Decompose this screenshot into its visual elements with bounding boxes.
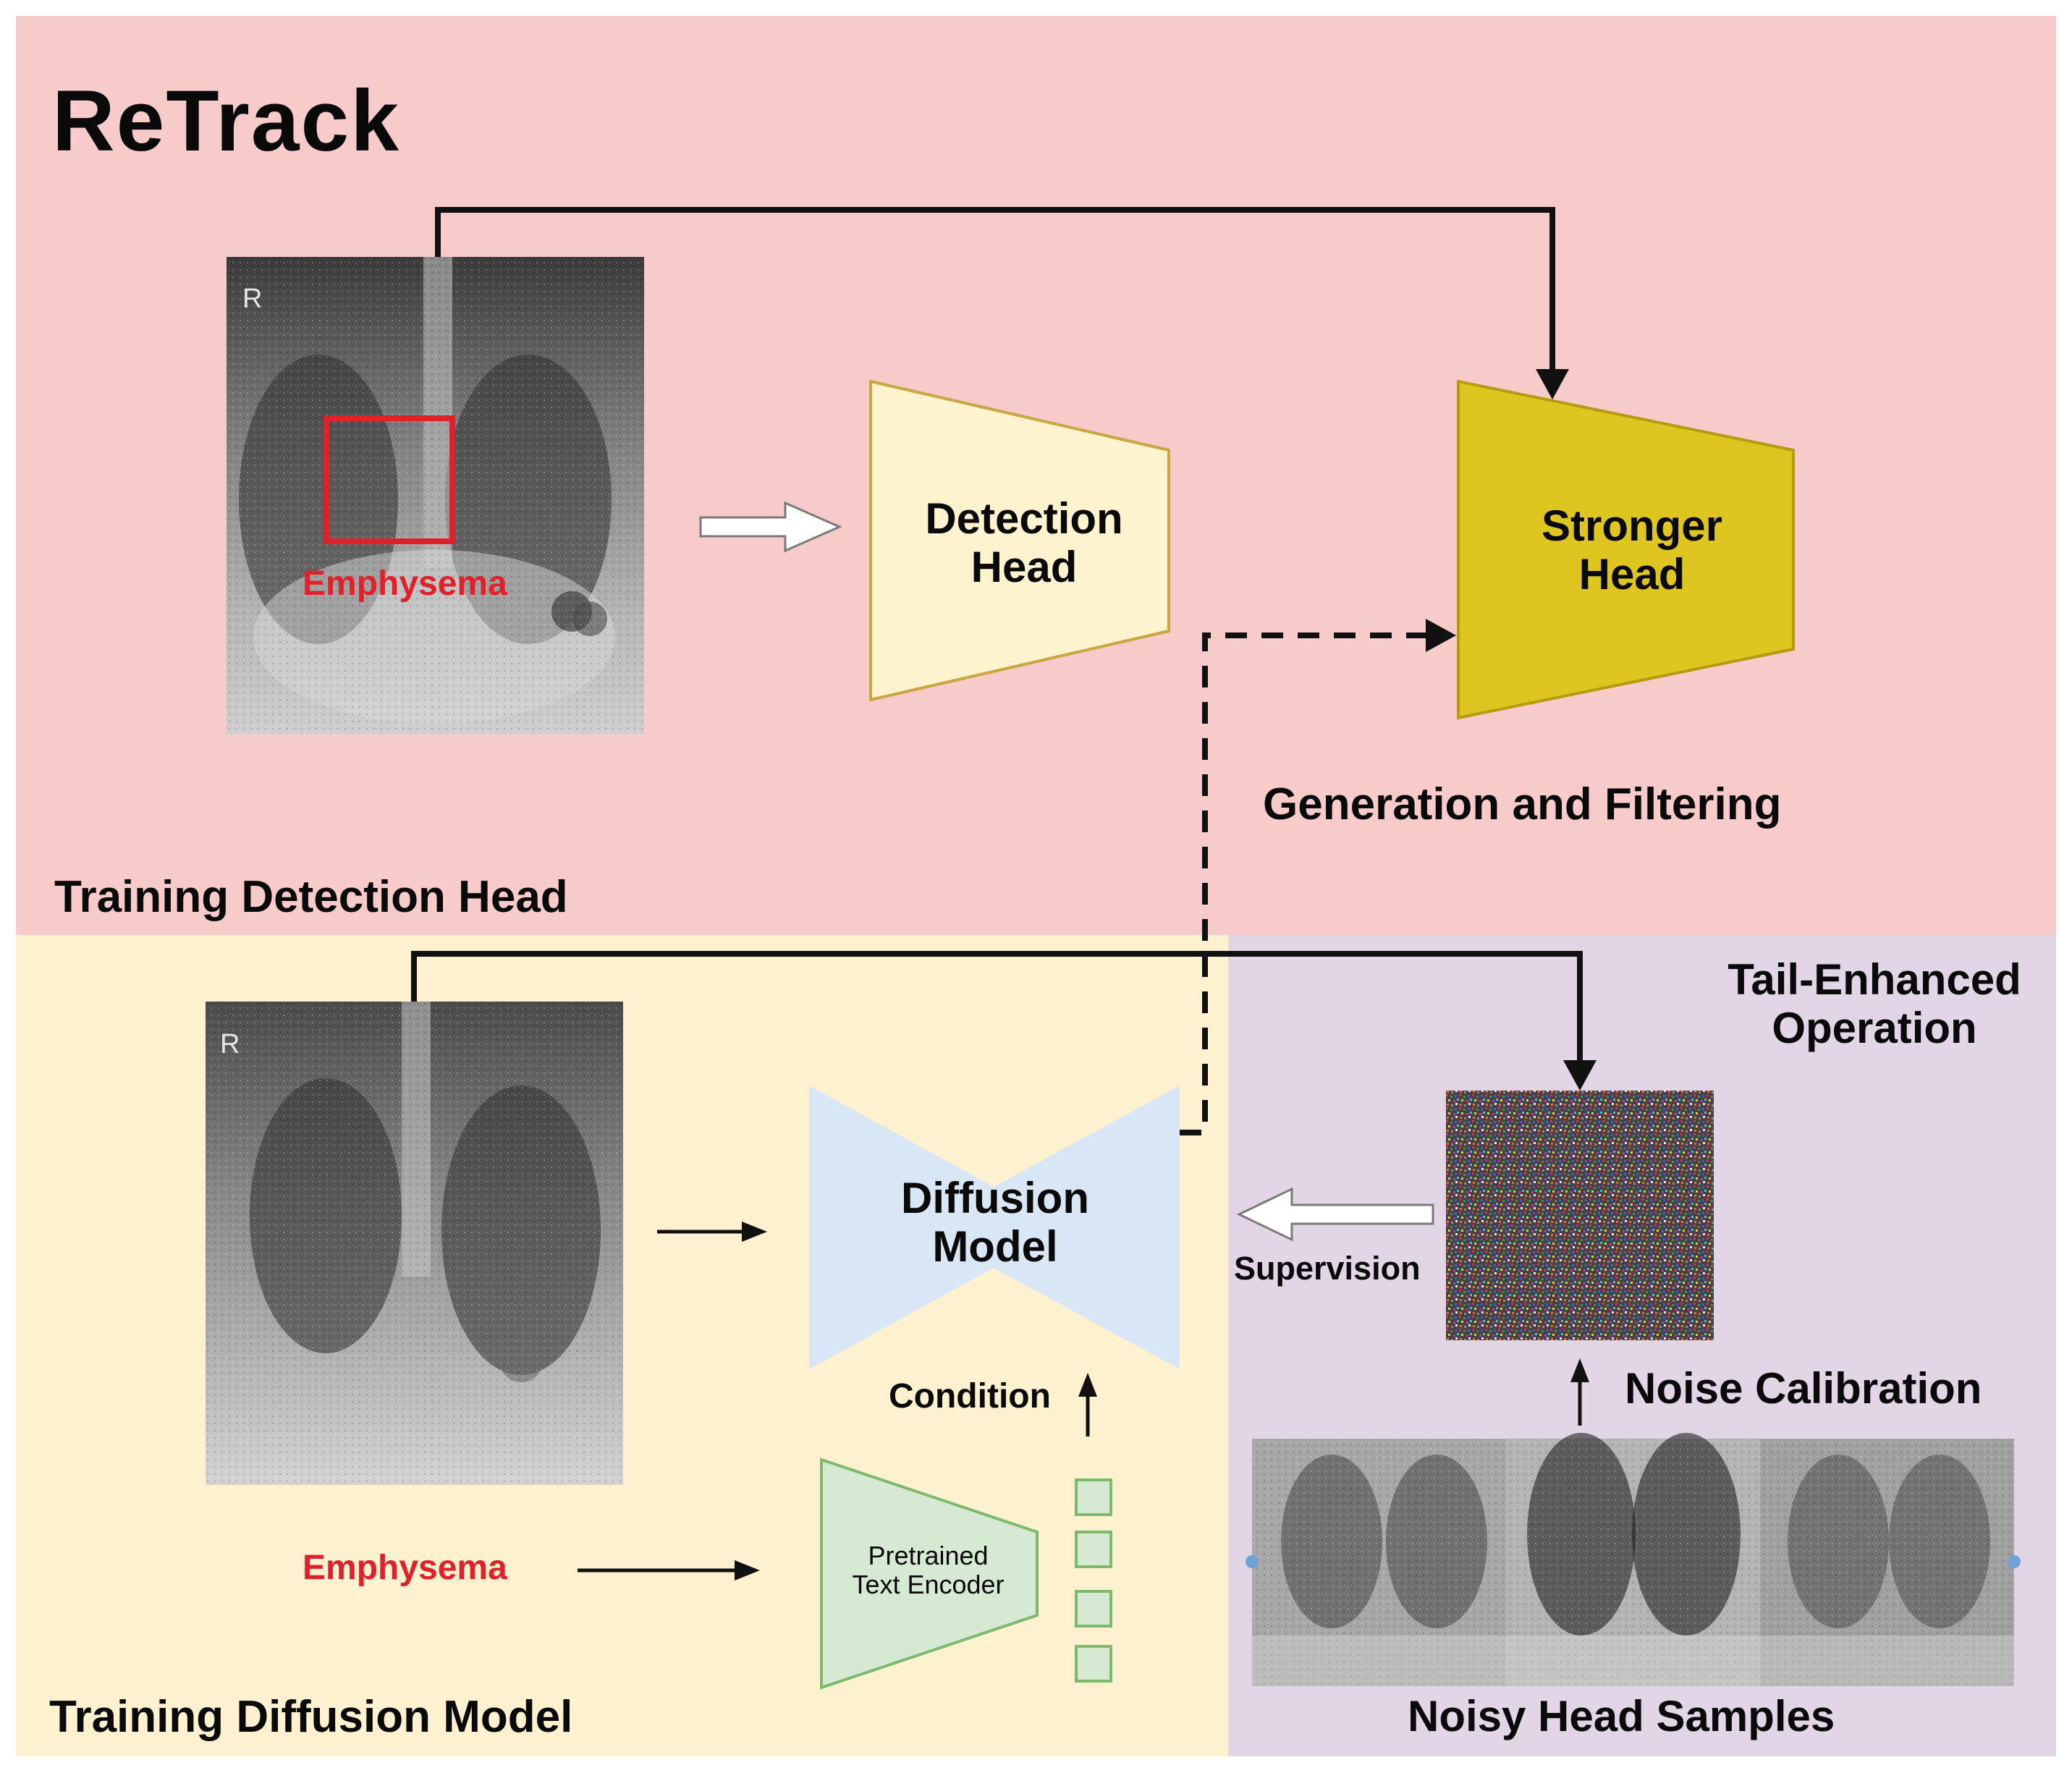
stronger-head-label: Stronger Head bbox=[1541, 502, 1723, 599]
xray-marker-top: R bbox=[242, 284, 262, 314]
condition-label: Condition bbox=[889, 1377, 1051, 1416]
generation-filtering-label: Generation and Filtering bbox=[1263, 779, 1782, 829]
label-to-encoder-arrow bbox=[578, 1560, 760, 1581]
emphysema-bbox bbox=[324, 415, 455, 544]
xray-to-diffusion-arrow bbox=[657, 1222, 767, 1242]
generation-dashed-connector bbox=[1180, 632, 1433, 1135]
xray-to-stronger-head-connector bbox=[435, 207, 1555, 391]
xray-marker-bottom: R bbox=[220, 1029, 240, 1059]
section-title-diffusion: Training Diffusion Model bbox=[49, 1692, 573, 1742]
detection-head-shape bbox=[869, 379, 1170, 702]
detection-head-label: Detection Head bbox=[925, 494, 1123, 592]
arrowhead-stronger-head bbox=[1536, 369, 1569, 399]
diffusion-model-label: Diffusion Model bbox=[901, 1174, 1089, 1271]
emphysema-label-bottom: Emphysema bbox=[303, 1549, 507, 1587]
emphysema-label-top: Emphysema bbox=[303, 564, 507, 603]
section-title-detection: Training Detection Head bbox=[54, 872, 568, 922]
diagram-title: ReTrack bbox=[52, 72, 400, 169]
text-embedding-tokens bbox=[1075, 1478, 1112, 1683]
noise-calibration-arrow bbox=[1570, 1358, 1589, 1426]
strip-handle-left bbox=[1246, 1555, 1259, 1568]
condition-arrow bbox=[1078, 1373, 1097, 1436]
strip-handle-right bbox=[2008, 1555, 2021, 1568]
noise-image bbox=[1446, 1091, 1714, 1340]
text-encoder-shape bbox=[820, 1457, 1039, 1690]
diffusion-model-shape bbox=[809, 1086, 1180, 1369]
text-encoder-label: Pretrained Text Encoder bbox=[852, 1541, 1005, 1600]
chest-xray-bottom: R bbox=[206, 1002, 623, 1485]
hollow-arrow-to-detection-head bbox=[699, 501, 842, 553]
arrowhead-noise bbox=[1563, 1060, 1597, 1091]
section-title-tail-enhanced: Tail-Enhanced Operation bbox=[1728, 955, 2021, 1053]
noisy-head-samples-image bbox=[1252, 1433, 2014, 1686]
arrowhead-generation bbox=[1426, 619, 1456, 652]
supervision-label: Supervision bbox=[1234, 1250, 1421, 1287]
noise-calibration-label: Noise Calibration bbox=[1625, 1364, 1982, 1413]
xray-to-noise-connector bbox=[411, 951, 1583, 1064]
chest-xray-top: R bbox=[227, 257, 644, 735]
noisy-head-samples-label: Noisy Head Samples bbox=[1408, 1692, 1835, 1740]
supervision-hollow-arrow bbox=[1236, 1187, 1434, 1242]
stronger-head-shape bbox=[1457, 379, 1795, 720]
